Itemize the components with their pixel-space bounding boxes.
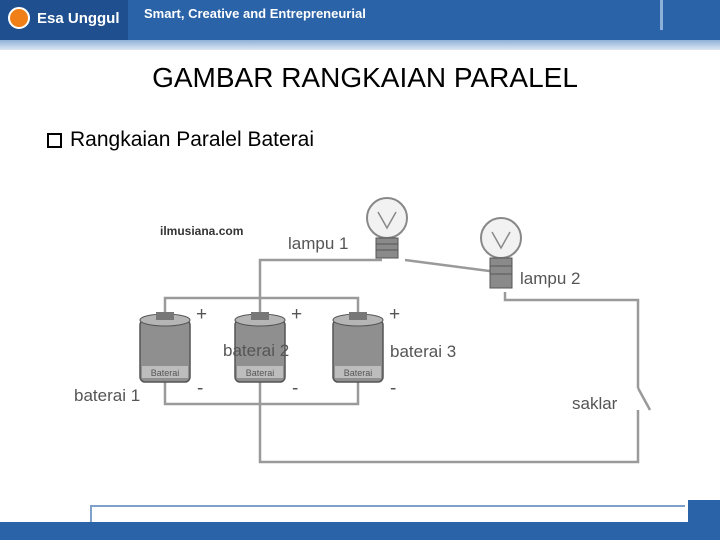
battery-1-minus: - — [197, 378, 203, 399]
battery-1-body-label: Baterai — [151, 368, 180, 378]
lamp-1-label: lampu 1 — [288, 234, 348, 253]
battery-3-label: baterai 3 — [390, 342, 456, 361]
battery-1-plus: + — [196, 304, 207, 325]
footer-accent — [688, 500, 720, 522]
wires — [163, 258, 652, 464]
battery-3: Baterai — [332, 312, 384, 383]
logo-icon — [8, 7, 30, 29]
battery-3-minus: - — [390, 378, 396, 399]
battery-2-plus: + — [291, 304, 302, 325]
slide-title: GAMBAR RANGKAIAN PARALEL — [152, 62, 578, 93]
logo-text: Esa Unggul — [37, 10, 120, 27]
battery-2-minus: - — [292, 378, 298, 399]
logo: Esa Unggul — [0, 0, 128, 40]
bullet-text: Rangkaian Paralel Baterai — [70, 128, 314, 151]
header-stripe — [0, 40, 720, 50]
battery-1-label: baterai 1 — [74, 386, 140, 405]
lamp-2-label: lampu 2 — [520, 269, 580, 288]
battery-1: Baterai — [139, 312, 191, 383]
battery-2: Baterai — [234, 312, 286, 383]
footer-bar — [0, 522, 720, 540]
lamp-1-icon — [366, 197, 408, 259]
battery-2-label: baterai 2 — [223, 341, 289, 360]
parallel-circuit-diagram: Baterai Baterai Baterai ilmusiana.com la… — [74, 197, 652, 464]
switch-label: saklar — [572, 394, 618, 413]
footer-line — [90, 505, 685, 522]
bullet-item: Rangkaian Paralel Baterai — [47, 128, 314, 152]
battery-2-body-label: Baterai — [246, 368, 275, 378]
checkbox-bullet-icon — [47, 132, 62, 148]
battery-3-body-label: Baterai — [344, 368, 373, 378]
header-divider — [660, 0, 663, 30]
battery-3-plus: + — [389, 304, 400, 325]
watermark: ilmusiana.com — [160, 224, 243, 238]
lamp-2-icon — [480, 217, 522, 289]
tagline: Smart, Creative and Entrepreneurial — [144, 6, 366, 21]
